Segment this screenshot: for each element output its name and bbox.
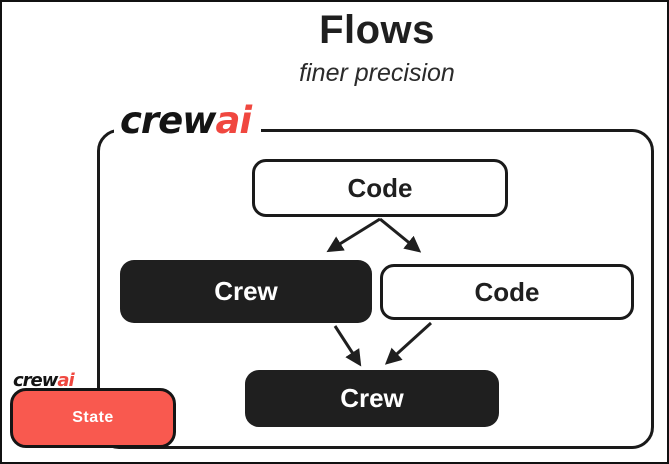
flow-container	[97, 129, 654, 449]
node-code-top: Code	[252, 159, 508, 217]
page-title: Flows	[319, 8, 435, 52]
crewai-logo-small: crewai	[10, 371, 80, 392]
page-subtitle: finer precision	[299, 59, 455, 87]
node-crew-mid: Crew	[120, 260, 372, 323]
crewai-logo-ai-text: ai	[215, 99, 252, 142]
crewai-logo: crewai	[114, 99, 262, 143]
state-node: State	[10, 388, 176, 448]
node-code-mid: Code	[380, 264, 634, 320]
node-crew-bottom: Crew	[245, 370, 499, 427]
crewai-logo-small-ai-text: ai	[57, 370, 74, 391]
crewai-logo-small-crew-text: crew	[13, 370, 58, 391]
crewai-logo-crew-text: crew	[120, 99, 216, 142]
